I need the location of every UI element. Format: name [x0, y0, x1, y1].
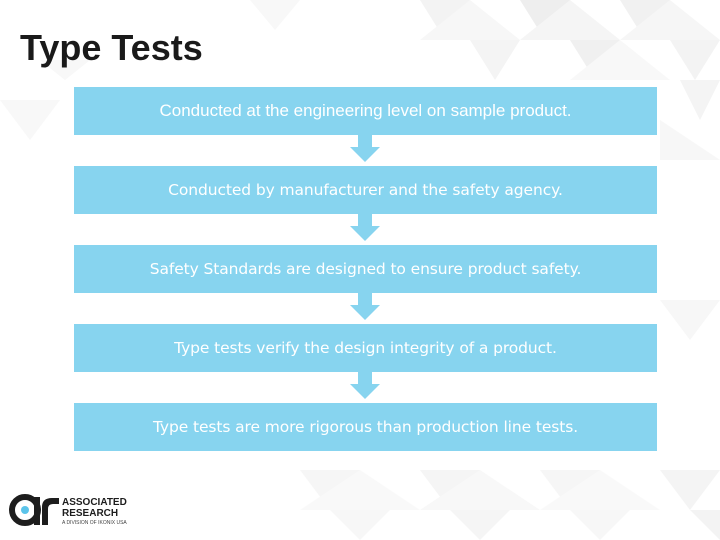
logo-line-2: RESEARCH — [62, 508, 119, 519]
down-arrow-icon — [350, 214, 380, 241]
process-flow: Conducted at the engineering level on sa… — [74, 87, 657, 451]
flow-step-3: Safety Standards are designed to ensure … — [74, 245, 657, 293]
flow-connector — [74, 214, 657, 245]
flow-connector — [74, 135, 657, 166]
company-logo: ASSOCIATED RESEARCH A DIVISION OF IKONIX… — [8, 493, 127, 532]
flow-step-4-text: Type tests verify the design integrity o… — [174, 339, 557, 357]
ar-logo-mark-icon — [9, 494, 59, 526]
down-arrow-icon — [350, 135, 380, 162]
logo-tagline: A DIVISION OF IKONIX USA — [62, 520, 127, 526]
flow-step-4: Type tests verify the design integrity o… — [74, 324, 657, 372]
slide-title: Type Tests — [20, 27, 203, 68]
flow-step-1: Conducted at the engineering level on sa… — [74, 87, 657, 135]
down-arrow-icon — [350, 293, 380, 320]
flow-step-5: Type tests are more rigorous than produc… — [74, 403, 657, 451]
logo-line-1: ASSOCIATED — [62, 497, 127, 508]
flow-step-1-text: Conducted at the engineering level on sa… — [159, 101, 572, 120]
flow-step-5-text: Type tests are more rigorous than produc… — [152, 418, 579, 436]
flow-step-2: Conducted by manufacturer and the safety… — [74, 166, 657, 214]
flow-step-2-text: Conducted by manufacturer and the safety… — [168, 181, 563, 199]
flow-connector — [74, 293, 657, 324]
flow-step-3-text: Safety Standards are designed to ensure … — [149, 260, 582, 278]
down-arrow-icon — [350, 372, 380, 399]
flow-connector — [74, 372, 657, 403]
